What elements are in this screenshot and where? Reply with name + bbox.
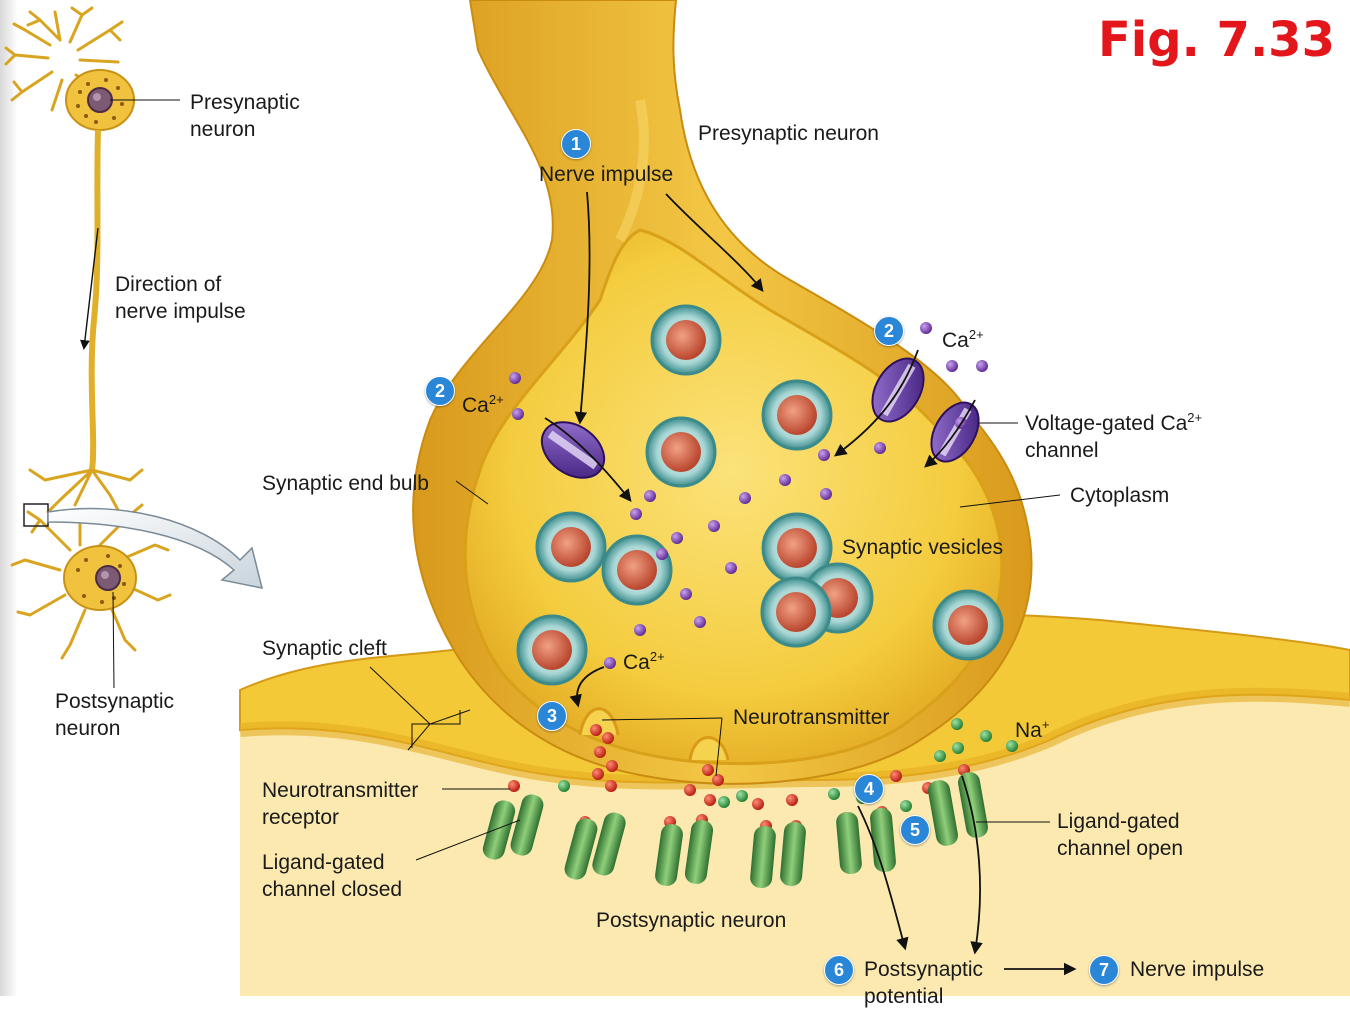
overview-neurons [4,6,264,689]
synaptic-vesicle [760,576,832,648]
voltage-gated-ca-channel [540,421,606,479]
step-badge-4: 4 [854,774,884,804]
label-direction-of-nerve-impulse: Direction of nerve impulse [115,273,246,323]
direction-arrow [80,227,99,350]
synaptic-cleft-bracket [407,709,471,751]
synaptic-vesicles [516,304,1004,686]
label-ca-left: Ca2+ [462,392,504,417]
label-synaptic-vesicles: Synaptic vesicles [842,536,1004,559]
label-synaptic-cleft: Synaptic cleft [262,637,387,660]
label-ligand-gated-channel-closed: Ligand-gated channel closed [262,851,403,901]
leader-lines [369,422,1061,861]
step-badge-5: 5 [900,815,930,845]
presynaptic-terminal [412,0,1033,785]
ligand-gated-channel-open [836,807,896,875]
ligand-gated-channel-closed [482,794,544,860]
step-badge-1: 1 [561,129,591,159]
label-nerve-impulse-top: Nerve impulse [539,163,674,186]
label-postsynaptic-potential: Postsynaptic potential [864,958,984,1008]
label-neurotransmitter: Neurotransmitter [733,706,890,729]
synaptic-vesicle [761,379,833,451]
ligand-gated-channel-closed [750,821,806,889]
label-ca-right: Ca2+ [942,327,984,352]
label-postsynaptic-neuron-small: Postsynaptic neuron [55,690,175,740]
label-ca-bottom: Ca2+ [623,649,665,674]
label-neurotransmitter-receptor: Neurotransmitter receptor [262,779,419,829]
label-ligand-gated-channel-open: Ligand-gated channel open [1057,810,1184,860]
step-badge-7: 7 [1089,955,1119,985]
presynaptic-cell-body [4,6,135,131]
step-badge-3: 3 [537,701,567,731]
label-voltage-gated-ca-channel: Voltage-gated Ca2+ channel [1025,410,1203,462]
synaptic-vesicle [516,614,588,686]
step-badge-2-left: 2 [425,376,455,406]
figure-number: Fig. 7.33 [1098,12,1335,68]
label-presynaptic-neuron: Presynaptic neuron [698,122,879,145]
label-cytoplasm: Cytoplasm [1070,484,1170,507]
label-postsynaptic-neuron-bottom: Postsynaptic neuron [596,909,787,932]
ligand-gated-channel-closed [655,820,714,886]
synaptic-vesicle [601,534,673,606]
label-na: Na+ [1015,717,1050,742]
ligand-gated-channels [482,772,988,889]
ligand-gated-channel-closed [564,812,626,880]
label-synaptic-end-bulb: Synaptic end bulb [262,472,429,495]
synaptic-vesicle [650,304,722,376]
label-presynaptic-neuron-small: Presynaptic neuron [190,91,300,141]
label-nerve-impulse-bottom: Nerve impulse [1130,958,1265,981]
step-badge-6: 6 [824,955,854,985]
synaptic-vesicle [932,589,1004,661]
zoom-arrow [47,507,264,589]
page-edge-shadow [0,0,18,996]
postsynaptic-cell-body [10,503,172,660]
arrows [544,191,1077,976]
synaptic-vesicle [645,416,717,488]
step-badge-2-right: 2 [874,316,904,346]
synaptic-vesicle [535,511,607,583]
